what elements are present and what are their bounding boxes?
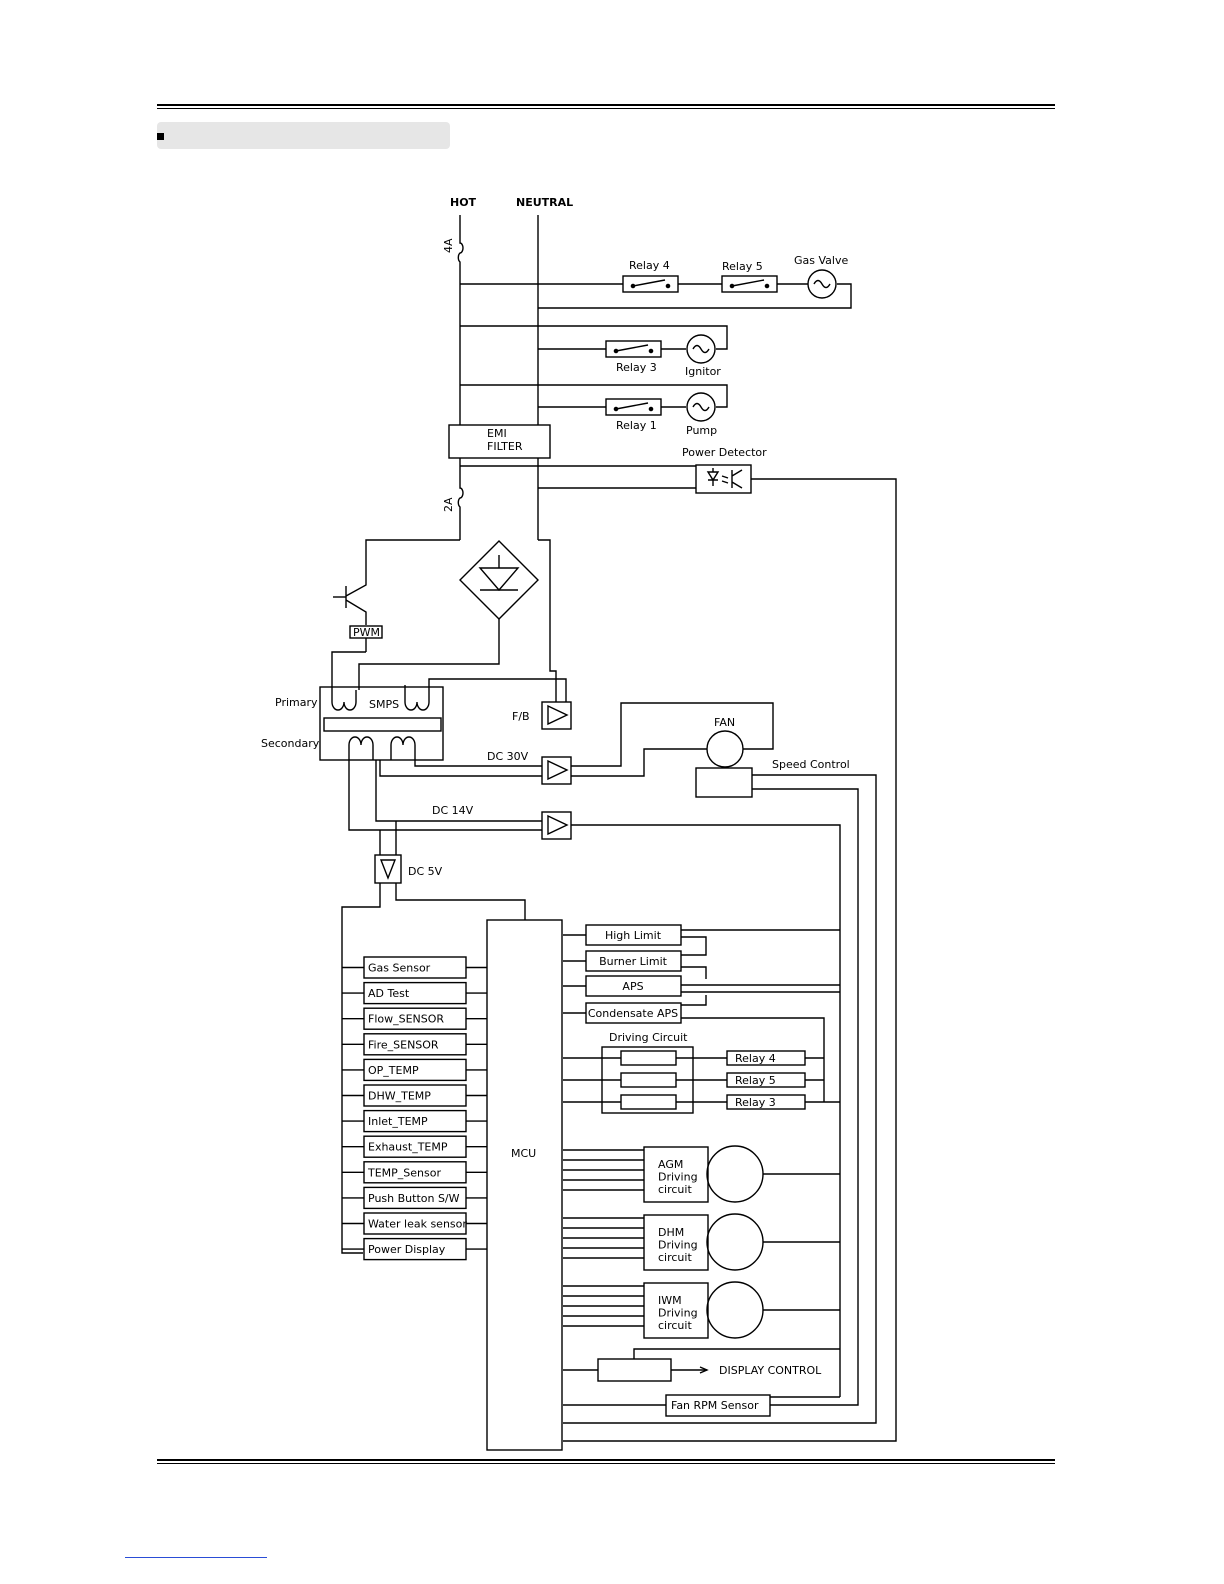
driver-relay-label: Relay 5 bbox=[735, 1074, 776, 1087]
relay1-label: Relay 1 bbox=[616, 419, 657, 432]
input-label: Push Button S/W bbox=[368, 1192, 460, 1205]
dc14v-label: DC 14V bbox=[432, 804, 474, 817]
emi-filter-line1: EMI bbox=[487, 427, 507, 440]
input-label: OP_TEMP bbox=[368, 1064, 419, 1077]
neutral-label: NEUTRAL bbox=[516, 196, 573, 209]
input-label: TEMP_Sensor bbox=[367, 1166, 441, 1179]
emi-filter-line2: FILTER bbox=[487, 440, 523, 453]
motor-driver-box bbox=[643, 1282, 709, 1339]
driver-relay-label: Relay 3 bbox=[735, 1096, 776, 1109]
footer-underline bbox=[125, 1557, 267, 1558]
input-label: Inlet_TEMP bbox=[368, 1115, 428, 1128]
secondary-label: Secondary bbox=[261, 737, 320, 750]
input-label: Gas Sensor bbox=[368, 962, 431, 975]
driver-box bbox=[620, 1050, 677, 1066]
motor-driver-label: DHM bbox=[658, 1226, 684, 1239]
motor-driver-label: Driving bbox=[658, 1171, 698, 1184]
fb-label: F/B bbox=[512, 710, 530, 723]
fuse-4a-label: 4A bbox=[442, 238, 455, 253]
fan-rpm-sensor-label: Fan RPM Sensor bbox=[671, 1399, 759, 1412]
limit-label: APS bbox=[622, 980, 643, 993]
motor-driver-label: circuit bbox=[658, 1319, 692, 1332]
limit-label: High Limit bbox=[605, 929, 662, 942]
pump-label: Pump bbox=[686, 424, 717, 437]
relay-switch-icon bbox=[721, 275, 778, 293]
input-label: Fire_SENSOR bbox=[368, 1038, 439, 1051]
optocoupler-icon bbox=[706, 468, 743, 489]
display-control-label: DISPLAY CONTROL bbox=[719, 1364, 822, 1377]
limit-label: Burner Limit bbox=[599, 955, 668, 968]
ac-source-icon bbox=[686, 334, 716, 364]
motor-circle bbox=[706, 1281, 764, 1339]
input-label: Exhaust_TEMP bbox=[368, 1141, 448, 1154]
motor-driver-label: Driving bbox=[658, 1239, 698, 1252]
fuse-2a-label: 2A bbox=[442, 497, 455, 512]
motor-circle bbox=[706, 1213, 764, 1271]
footer-rule-thick bbox=[157, 1459, 1055, 1461]
relay4-label: Relay 4 bbox=[629, 259, 670, 272]
power-detector-label: Power Detector bbox=[682, 446, 767, 459]
section-title-bar bbox=[157, 122, 450, 149]
pwm-label: PWM bbox=[353, 626, 380, 639]
driver-box bbox=[620, 1094, 677, 1110]
dc30v-label: DC 30V bbox=[487, 750, 529, 763]
input-label: Water leak sensor bbox=[368, 1218, 467, 1231]
motor-circle bbox=[706, 1145, 764, 1203]
motor-driver-label: circuit bbox=[658, 1251, 692, 1264]
section-bullet-icon bbox=[157, 133, 164, 140]
motor-driver-label: IWM bbox=[658, 1294, 682, 1307]
input-label: Flow_SENSOR bbox=[368, 1013, 444, 1026]
input-label: Power Display bbox=[368, 1243, 446, 1256]
fan-label: FAN bbox=[714, 716, 735, 729]
motor-driver-label: circuit bbox=[658, 1183, 692, 1196]
ignitor-label: Ignitor bbox=[685, 365, 721, 378]
input-label: DHW_TEMP bbox=[368, 1090, 431, 1103]
limit-label: Condensate APS bbox=[588, 1007, 678, 1020]
hot-label: HOT bbox=[450, 196, 477, 209]
relay5-label: Relay 5 bbox=[722, 260, 763, 273]
motor-driver-box bbox=[643, 1146, 709, 1203]
mcu-label: MCU bbox=[511, 1147, 536, 1160]
motor-driver-label: Driving bbox=[658, 1307, 698, 1320]
header-rule-thick bbox=[157, 104, 1055, 106]
driving-circuit-label: Driving Circuit bbox=[609, 1031, 688, 1044]
ac-source-icon bbox=[807, 269, 837, 299]
motor-driver-box bbox=[643, 1214, 709, 1271]
dc5v-label: DC 5V bbox=[408, 865, 443, 878]
smps-label: SMPS bbox=[369, 698, 399, 711]
footer-rule-thin bbox=[157, 1463, 1055, 1464]
input-label: AD Test bbox=[368, 987, 410, 1000]
driver-relay-label: Relay 4 bbox=[735, 1052, 776, 1065]
speed-control-label: Speed Control bbox=[772, 758, 850, 771]
header-rule-thin bbox=[157, 108, 1055, 109]
ac-source-icon bbox=[686, 392, 716, 422]
relay-switch-icon bbox=[622, 275, 679, 293]
relay-switch-icon bbox=[605, 398, 662, 416]
gas-valve-label: Gas Valve bbox=[794, 254, 848, 267]
primary-label: Primary bbox=[275, 696, 318, 709]
driver-box bbox=[620, 1072, 677, 1088]
relay3-label: Relay 3 bbox=[616, 361, 657, 374]
motor-driver-label: AGM bbox=[658, 1158, 683, 1171]
relay-switch-icon bbox=[605, 340, 662, 358]
